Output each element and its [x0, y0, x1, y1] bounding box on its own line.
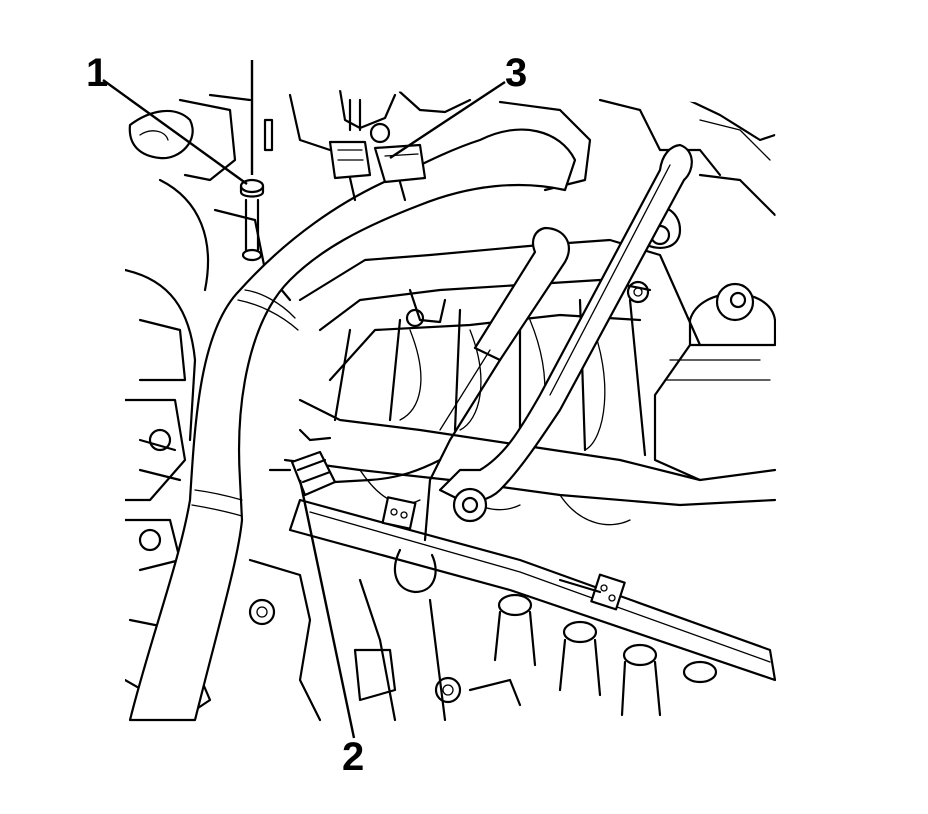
callout-2: 2	[342, 735, 364, 779]
leader-line-1	[102, 79, 248, 185]
callout-1: 1	[86, 51, 108, 95]
top-connectors	[328, 98, 427, 202]
pcv-tube	[438, 143, 693, 523]
leader-line-3	[389, 80, 506, 160]
callout-3: 3	[505, 51, 527, 95]
upper-components	[128, 88, 777, 304]
radiator-hose	[128, 128, 577, 722]
fuel-rail	[288, 496, 777, 682]
sensor-connector	[268, 428, 442, 497]
engine-artwork	[125, 88, 777, 722]
fuel-injectors	[248, 548, 718, 722]
leader-line-2	[298, 479, 356, 739]
leader-lines	[102, 60, 506, 739]
bolt	[239, 118, 274, 262]
callout-labels: 1 2 3	[86, 51, 527, 779]
right-dome	[653, 282, 777, 482]
